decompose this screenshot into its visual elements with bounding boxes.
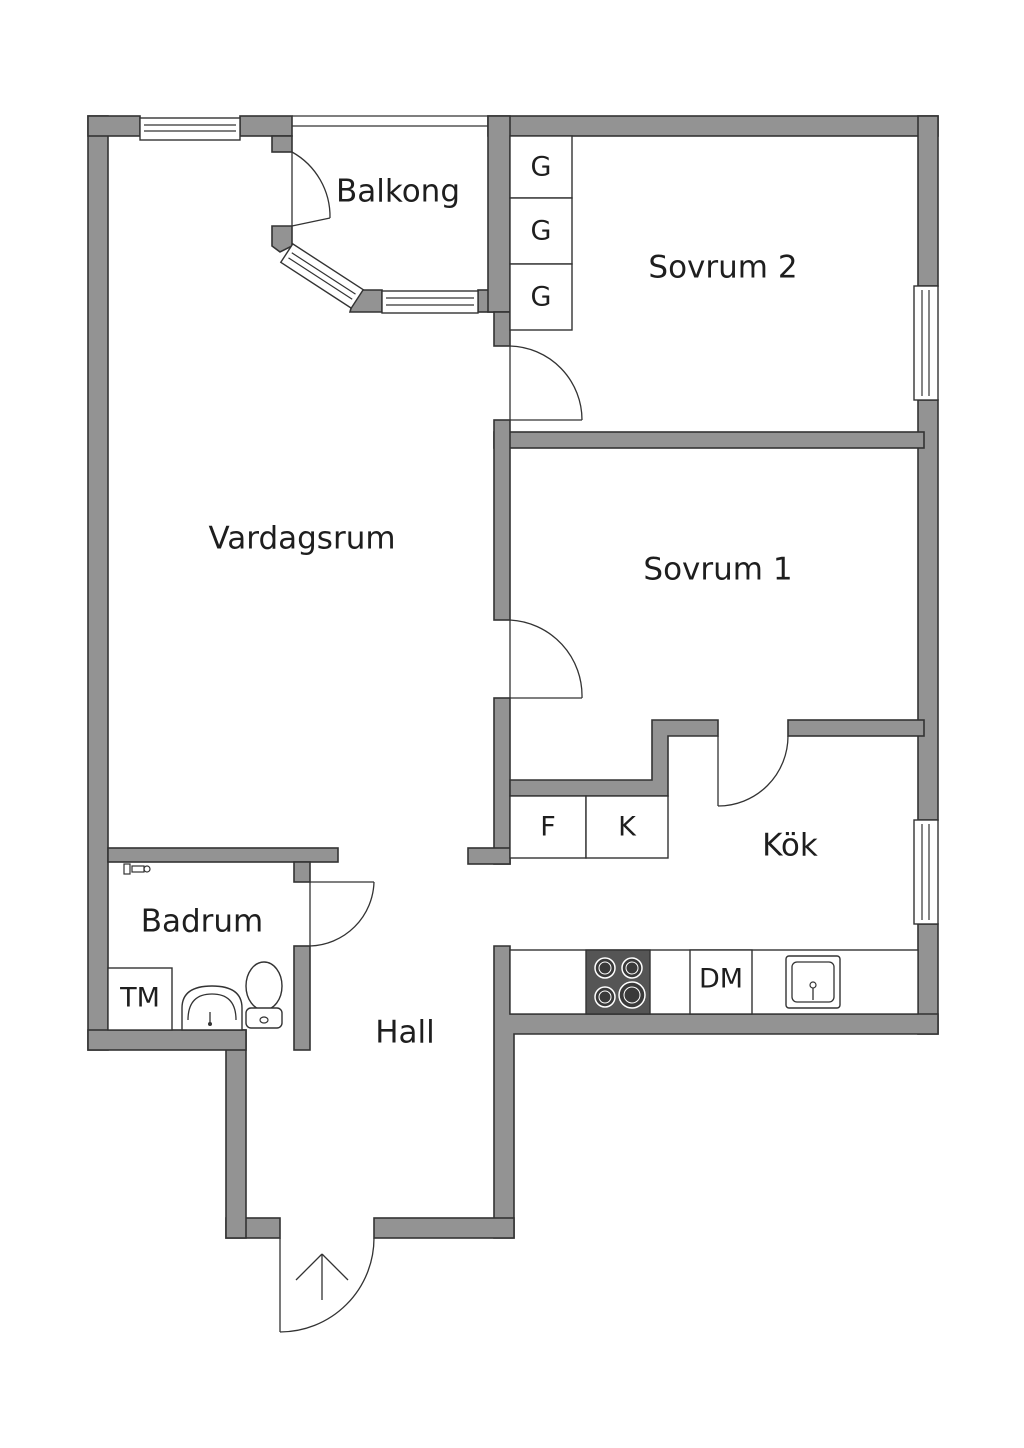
wall-corridor-stub	[467, 847, 511, 865]
wall-sovrum1-kok-right	[787, 719, 925, 737]
fixtures	[107, 135, 919, 1031]
wall-right-a	[917, 115, 939, 287]
wall-balcony-corner	[271, 225, 293, 253]
fixture-labels: G G G F K DM TM	[119, 152, 743, 1014]
room-label-balkong: Balkong	[336, 174, 460, 210]
sink-icon	[785, 955, 841, 1009]
door-sovrum2	[509, 345, 583, 421]
wardrobe-1-label: G	[531, 152, 552, 183]
fridge-label: F	[540, 812, 556, 843]
wall-corridor-a	[493, 419, 511, 621]
door-balcony	[291, 151, 331, 227]
toilet-icon	[245, 961, 283, 1029]
window-kitchen	[913, 819, 939, 925]
freezer-label: K	[618, 812, 637, 843]
wall-left-outer	[87, 115, 109, 1051]
door-kitchen	[717, 735, 789, 807]
washing-machine-label: TM	[119, 983, 160, 1014]
wall-balcony-stub	[271, 135, 293, 153]
entrance-arrow-icon	[295, 1253, 349, 1300]
window-top-left	[139, 117, 241, 141]
room-label-sovrum2: Sovrum 2	[648, 250, 797, 286]
wall-bottom-left	[87, 1029, 247, 1051]
room-labels: Balkong Sovrum 2 Vardagsrum Sovrum 1 Kök…	[141, 174, 818, 1051]
wall-sovrum1-kok	[509, 719, 719, 797]
room-label-badrum: Badrum	[141, 904, 264, 940]
wall-hall-bottom-right	[373, 1217, 515, 1239]
window-balcony-low	[381, 290, 479, 314]
doors	[279, 151, 789, 1333]
wall-sovrum2-sovrum1	[493, 431, 925, 449]
wall-balcony-sovrum2	[487, 115, 511, 313]
door-entrance	[279, 1237, 375, 1333]
wall-corridor-b	[493, 697, 511, 865]
wardrobe-3-label: G	[531, 282, 552, 313]
tap-icon	[123, 863, 151, 875]
room-label-vardagsrum: Vardagsrum	[208, 521, 395, 557]
washbasin-icon	[181, 985, 243, 1031]
door-sovrum1	[509, 619, 583, 699]
wardrobe-3	[509, 263, 573, 331]
wardrobe-1	[509, 135, 573, 199]
window-sovrum2	[913, 285, 939, 401]
wall-top-b	[239, 115, 293, 137]
window-balcony-angled	[279, 242, 365, 310]
room-label-sovrum1: Sovrum 1	[643, 552, 792, 588]
wall-top-a	[87, 115, 141, 137]
door-bathroom	[309, 881, 375, 947]
wall-hall-left	[225, 1029, 247, 1239]
room-label-kok: Kök	[762, 828, 818, 864]
wardrobe-2	[509, 197, 573, 265]
washing-machine	[107, 967, 173, 1031]
walls	[87, 115, 939, 1239]
wall-bathroom-right	[293, 945, 311, 1051]
dishwasher-label: DM	[699, 964, 743, 995]
wardrobe-2-label: G	[531, 216, 552, 247]
wall-bathroom-stub	[293, 861, 311, 883]
balcony-opening-top	[292, 115, 488, 127]
freezer	[585, 795, 669, 859]
room-label-hall: Hall	[375, 1015, 435, 1051]
wall-bathroom-top	[107, 847, 339, 863]
wall-sovrum2-left-low	[493, 311, 511, 347]
wall-right-b	[917, 399, 939, 821]
windows	[139, 115, 939, 925]
dishwasher	[689, 949, 753, 1015]
stove-icon	[585, 949, 651, 1015]
wall-top-sovrum2	[487, 115, 939, 137]
